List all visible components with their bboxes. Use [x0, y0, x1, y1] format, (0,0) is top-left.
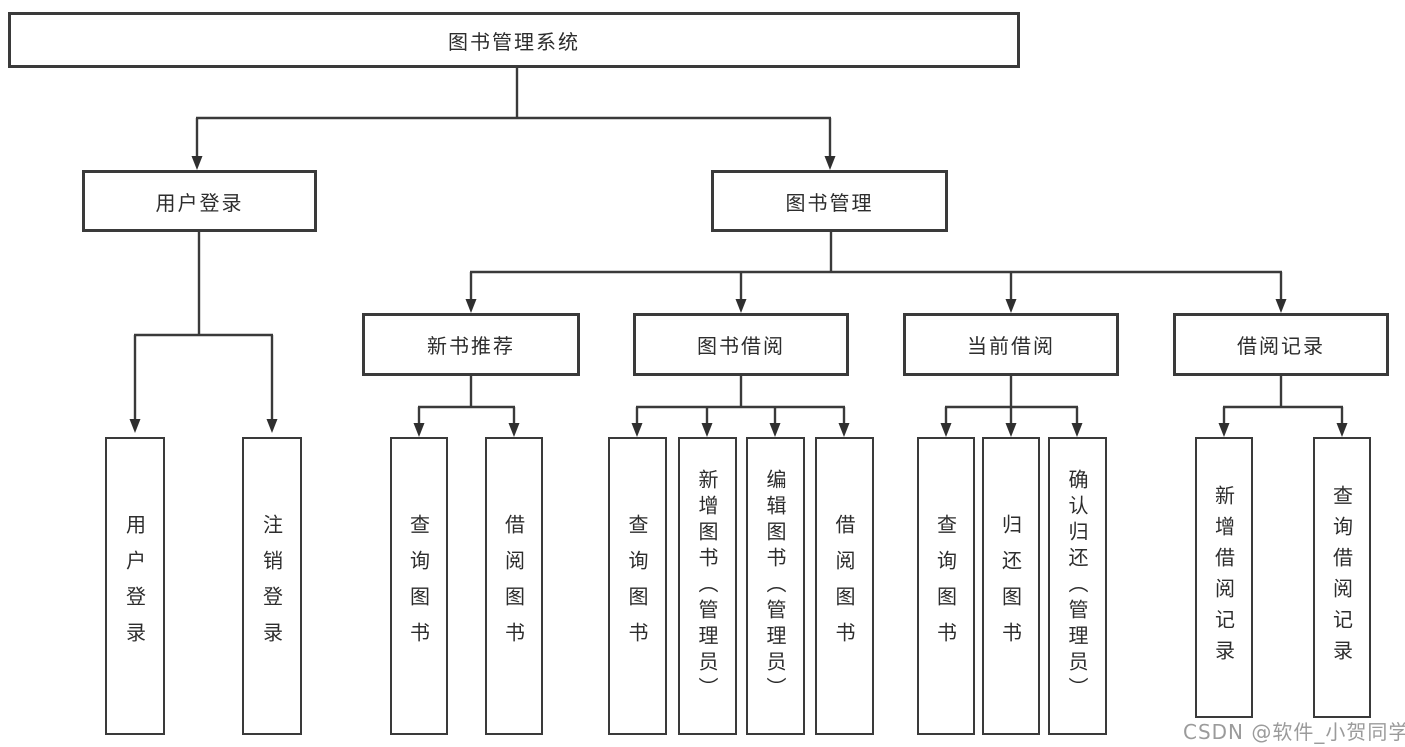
leaf-query-books-current: 查询图书 — [917, 437, 975, 735]
node-user-login: 用户登录 — [82, 170, 317, 232]
leaf-add-book-admin: 新增图书（管理员） — [678, 437, 737, 735]
node-library-management-system: 图书管理系统 — [8, 12, 1020, 68]
node-current-borrowing: 当前借阅 — [903, 313, 1119, 376]
leaf-logout: 注销登录 — [242, 437, 302, 735]
node-borrowing-records: 借阅记录 — [1173, 313, 1389, 376]
watermark: CSDN @软件_小贺同学 — [1183, 720, 1405, 744]
node-book-management: 图书管理 — [711, 170, 948, 232]
leaf-edit-book-admin: 编辑图书（管理员） — [746, 437, 805, 735]
leaf-return-books: 归还图书 — [982, 437, 1040, 735]
leaf-query-books-borrowing: 查询图书 — [608, 437, 667, 735]
leaf-confirm-return-admin: 确认归还（管理员） — [1048, 437, 1107, 735]
node-book-borrowing: 图书借阅 — [633, 313, 849, 376]
leaf-borrow-books: 借阅图书 — [815, 437, 874, 735]
leaf-user-login: 用户登录 — [105, 437, 165, 735]
leaf-query-books-recommend: 查询图书 — [390, 437, 448, 735]
node-new-book-recommendation: 新书推荐 — [362, 313, 580, 376]
leaf-query-borrow-record: 查询借阅记录 — [1313, 437, 1371, 718]
leaf-borrow-books-recommend: 借阅图书 — [485, 437, 543, 735]
leaf-add-borrow-record: 新增借阅记录 — [1195, 437, 1253, 718]
